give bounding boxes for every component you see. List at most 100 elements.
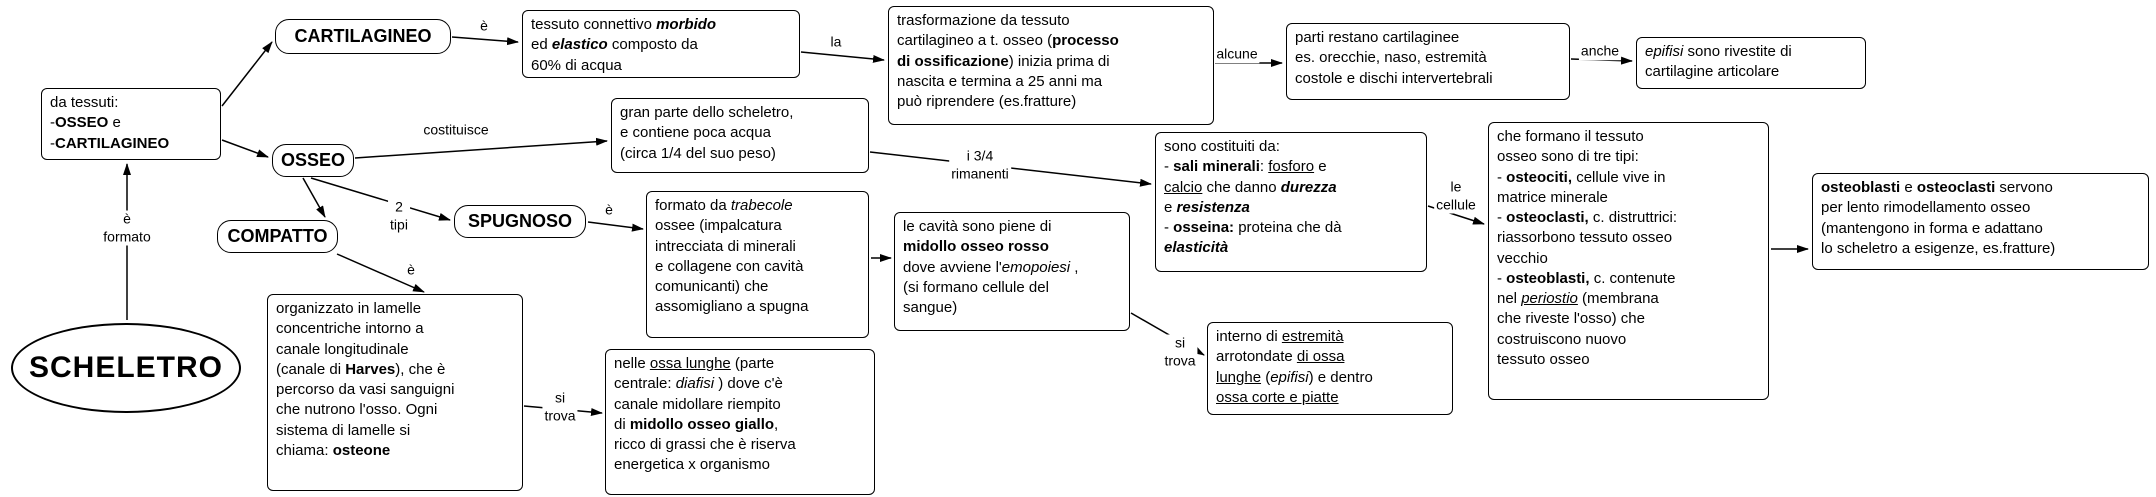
- edge-osseo-to-gran-parte: [354, 137, 608, 159]
- text-segment: (: [1261, 368, 1271, 386]
- text-segment: estremità: [1281, 328, 1344, 345]
- edge-label-la: la: [828, 33, 844, 51]
- text-segment: CARTILAGINEO: [55, 134, 170, 152]
- node-cartilagineo-label: CARTILAGINEO: [294, 26, 432, 46]
- text-segment: che formano il tessuto: [1497, 128, 1644, 145]
- text-segment: -: [1497, 168, 1507, 186]
- node-osseo-label: OSSEO: [280, 150, 346, 170]
- text-segment: che riveste l'osso) che: [1497, 310, 1645, 328]
- text-segment: ,: [774, 415, 779, 433]
- text-segment: nel: [1497, 290, 1522, 307]
- node-trasformazione-ossificazione: trasformazione da tessuto cartilagineo a …: [888, 6, 1214, 125]
- text-segment: chiama:: [276, 441, 333, 459]
- text-segment: intrecciata di minerali: [655, 237, 796, 255]
- text-segment: matrice minerale: [1497, 188, 1608, 206]
- edge-label-i-tre-quarti-rimanenti: i 3/4 rimanenti: [949, 147, 1011, 183]
- edge-cartilagineo-to-tessuto: [451, 36, 519, 46]
- text-segment: interno di: [1216, 328, 1282, 345]
- text-segment: per lento rimodellamento osseo: [1821, 199, 2031, 217]
- text-segment: gran parte dello scheletro,: [620, 104, 794, 121]
- node-cellule-tre-tipi: che formano il tessuto osseo sono di tre …: [1488, 122, 1769, 400]
- text-segment: osteone: [332, 441, 391, 459]
- text-segment: -: [1164, 219, 1174, 236]
- text-segment: (circa 1/4 del suo peso): [620, 144, 776, 162]
- text-segment: (canale di: [276, 360, 346, 378]
- text-segment: osseina:: [1173, 219, 1235, 236]
- text-segment: comunicanti) che: [655, 278, 769, 295]
- text-segment: epifisi: [1270, 368, 1309, 386]
- text-segment: -: [1497, 269, 1507, 287]
- text-segment: osseo sono di tre tipi:: [1497, 148, 1639, 166]
- edge-label-due-tipi: 2 tipi: [388, 198, 410, 234]
- text-segment: ossa corte e piatte: [1216, 388, 1339, 406]
- text-segment: sono costituiti da:: [1164, 138, 1280, 155]
- text-segment: sono rivestite di: [1683, 43, 1792, 60]
- text-segment: e contiene poca acqua: [620, 124, 771, 142]
- node-sono-costituiti: sono costituiti da:- sali minerali: fosf…: [1155, 132, 1427, 272]
- text-segment: costruiscono nuovo: [1497, 330, 1627, 348]
- text-segment: ) inizia prima di: [1008, 52, 1110, 70]
- text-segment: sistema di lamelle si: [276, 421, 411, 439]
- text-segment: 60% di acqua: [531, 56, 622, 74]
- text-segment: periostio: [1521, 290, 1578, 307]
- text-segment: canale longitudinale: [276, 340, 409, 358]
- text-segment: tessuto osseo: [1497, 350, 1590, 368]
- text-segment: ossa lunghe: [649, 355, 731, 372]
- node-osseo: OSSEO: [272, 144, 354, 177]
- text-segment: osteoblasti,: [1506, 269, 1590, 287]
- text-segment: durezza: [1280, 178, 1337, 196]
- text-segment: cartilagineo a t. osseo (: [897, 32, 1053, 50]
- text-segment: e: [1900, 179, 1917, 196]
- node-compatto-label: COMPATTO: [227, 226, 328, 246]
- text-segment: (mantengono in forma e adattano: [1821, 219, 2043, 237]
- node-compatto: COMPATTO: [217, 220, 338, 253]
- text-segment: c. contenute: [1589, 269, 1676, 287]
- edge-label-costituisce: costituisce: [421, 121, 491, 139]
- text-segment: OSSEO: [55, 114, 109, 132]
- text-segment: lunghe: [1216, 368, 1262, 386]
- text-segment: vecchio: [1497, 249, 1548, 267]
- text-segment: cartilagine articolare: [1645, 63, 1780, 81]
- text-segment: composto da: [607, 36, 698, 54]
- text-segment: elasticità: [1164, 239, 1229, 257]
- text-segment: (si formano cellule del: [903, 278, 1049, 296]
- text-segment: es. orecchie, naso, estremità: [1295, 49, 1487, 67]
- text-segment: energetica x organismo: [614, 456, 770, 474]
- text-segment: -: [50, 134, 55, 152]
- text-segment: ossee (impalcatura: [655, 217, 782, 235]
- edge-label-e-spugnoso: è: [603, 201, 615, 219]
- edge-label-si-trova-giallo: si trova: [542, 389, 578, 425]
- text-segment: di ossa: [1296, 348, 1345, 366]
- edge-spugnoso-to-formato: [587, 221, 644, 232]
- text-segment: trasformazione da tessuto: [897, 12, 1070, 29]
- text-segment: Harves: [345, 360, 396, 378]
- text-segment: e collagene con cavità: [655, 257, 804, 275]
- text-segment: nelle: [614, 355, 650, 372]
- text-segment: -: [50, 114, 55, 132]
- text-segment: costole e dischi intervertebrali: [1295, 69, 1493, 87]
- edge-da-tessuti-to-osseo: [221, 139, 269, 158]
- text-segment: sali minerali: [1173, 158, 1260, 176]
- edge-label-alcune: alcune: [1214, 45, 1260, 63]
- text-segment: diafisi: [675, 375, 715, 393]
- text-segment: organizzato in lamelle: [276, 300, 422, 317]
- node-da-tessuti: da tessuti:-OSSEO e-CARTILAGINEO: [41, 88, 221, 160]
- text-segment: assomigliano a spugna: [655, 298, 809, 316]
- text-segment: e: [108, 114, 121, 132]
- text-segment: osteoblasti: [1821, 179, 1901, 196]
- text-segment: servono: [1995, 179, 2053, 196]
- edge-label-e-cartilagineo: è: [478, 17, 490, 35]
- text-segment: calcio: [1164, 178, 1203, 196]
- text-segment: riassorbono tessuto osseo: [1497, 229, 1673, 247]
- edge-label-e-formato: è formato: [101, 210, 153, 246]
- edge-label-le-cellule: le cellule: [1434, 178, 1478, 214]
- edge-osseo-to-compatto: [302, 177, 326, 218]
- node-spugnoso: SPUGNOSO: [454, 205, 586, 238]
- text-segment: parti restano cartilaginee: [1295, 29, 1460, 46]
- text-segment: ricco di grassi che è riserva: [614, 436, 796, 453]
